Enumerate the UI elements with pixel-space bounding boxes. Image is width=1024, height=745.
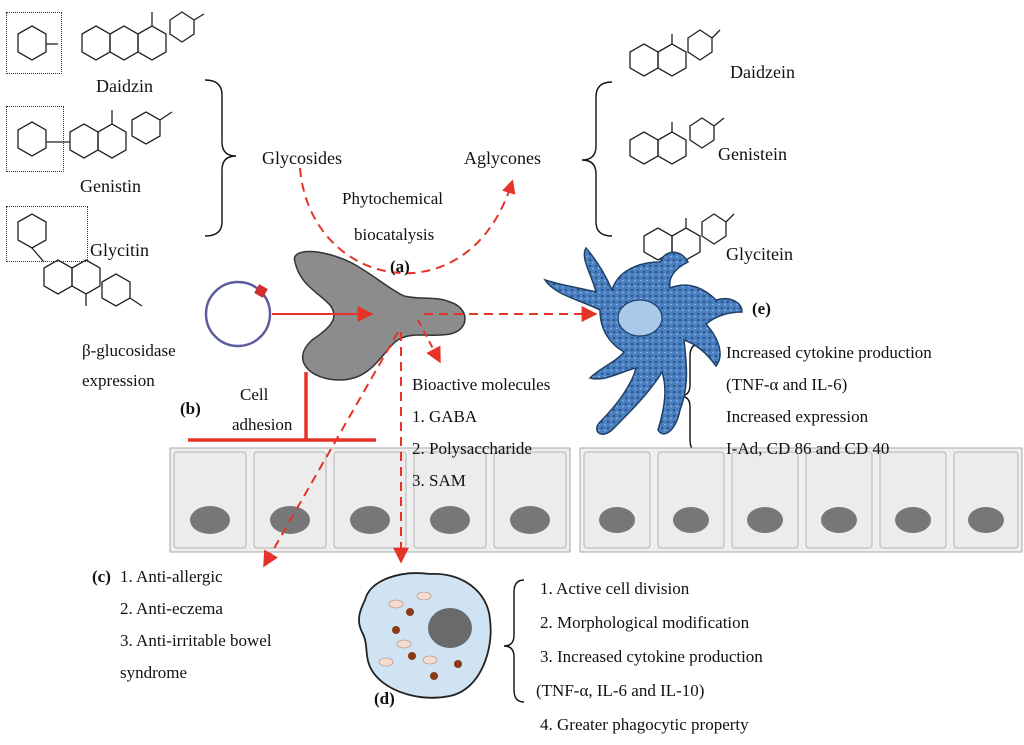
aglycones-label: Aglycones bbox=[464, 148, 541, 168]
catalysis-label-line2: biocatalysis bbox=[354, 225, 435, 244]
marker-d: (d) bbox=[374, 689, 395, 708]
glycosides-label: Glycosides bbox=[262, 148, 342, 168]
compound-label-genistin: Genistin bbox=[80, 176, 141, 196]
dendritic-effect-2: (TNF-α and IL-6) bbox=[726, 375, 848, 394]
bioactive-item-3: 3. SAM bbox=[412, 471, 466, 490]
marker-a: (a) bbox=[390, 257, 410, 276]
genistein-structure bbox=[629, 117, 725, 165]
bioactive-item-1: 1. GABA bbox=[412, 407, 478, 426]
dendritic-effect-4: I-Ad, CD 86 and CD 40 bbox=[726, 439, 890, 458]
macrophage bbox=[358, 572, 492, 699]
genistin-structure bbox=[17, 110, 173, 159]
plasmid bbox=[204, 280, 272, 348]
bioactive-title: Bioactive molecules bbox=[412, 375, 551, 394]
genistin-sugar-box bbox=[6, 106, 64, 172]
bacterium-to-bioactive-arrow bbox=[417, 319, 441, 364]
macrophage-effect-5: 4. Greater phagocytic property bbox=[540, 715, 749, 734]
clinical-effect-1: 1. Anti-allergic bbox=[120, 567, 223, 586]
glycitin-structure bbox=[17, 213, 143, 307]
compound-label-daidzin: Daidzin bbox=[96, 76, 153, 96]
dendritic-effect-1: Increased cytokine production bbox=[726, 343, 932, 362]
bacterium bbox=[293, 250, 466, 381]
aglycones-brace bbox=[581, 81, 613, 237]
compound-label-daidzein: Daidzein bbox=[730, 62, 795, 82]
marker-c: (c) bbox=[92, 567, 111, 586]
catalysis-label-line1: Phytochemical bbox=[342, 189, 444, 208]
compound-label-genistein: Genistein bbox=[718, 144, 787, 164]
daidzin-sugar-box bbox=[6, 12, 62, 74]
macrophage-effect-3: 3. Increased cytokine production bbox=[540, 647, 763, 666]
macrophage-effects-brace bbox=[503, 579, 525, 703]
macrophage-effect-4: (TNF-α, IL-6 and IL-10) bbox=[536, 681, 705, 700]
macrophage-effect-1: 1. Active cell division bbox=[540, 579, 690, 598]
dendritic-cell bbox=[543, 246, 743, 435]
glycitin-sugar-box bbox=[6, 206, 88, 262]
glycitein-structure bbox=[643, 213, 735, 261]
glycosides-brace bbox=[204, 79, 237, 237]
clinical-effect-3: 3. Anti-irritable bowel bbox=[120, 631, 272, 650]
daidzin-structure bbox=[17, 11, 205, 61]
macrophage-effect-2: 2. Morphological modification bbox=[540, 613, 750, 632]
compound-label-glycitin: Glycitin bbox=[90, 240, 149, 260]
adhesion-label-line1: Cell bbox=[240, 385, 269, 404]
biocatalysis-arc bbox=[299, 167, 516, 275]
adhesion-label-line2: adhesion bbox=[232, 415, 293, 434]
marker-e: (e) bbox=[752, 299, 771, 318]
marker-b: (b) bbox=[180, 399, 201, 418]
epithelium bbox=[169, 447, 1023, 553]
enzyme-label-line2: expression bbox=[82, 371, 155, 390]
clinical-effect-4: syndrome bbox=[120, 663, 188, 682]
clinical-effect-2: 2. Anti-eczema bbox=[120, 599, 223, 618]
dendritic-effect-3: Increased expression bbox=[726, 407, 869, 426]
epithelial-nuclei bbox=[190, 506, 1004, 534]
compound-label-glycitein: Glycitein bbox=[726, 244, 793, 264]
enzyme-label-line1: β-glucosidase bbox=[82, 341, 176, 360]
bioactive-item-2: 2. Polysaccharide bbox=[412, 439, 532, 458]
cell-adhesion-bar bbox=[188, 372, 376, 442]
daidzein-structure bbox=[629, 29, 721, 77]
